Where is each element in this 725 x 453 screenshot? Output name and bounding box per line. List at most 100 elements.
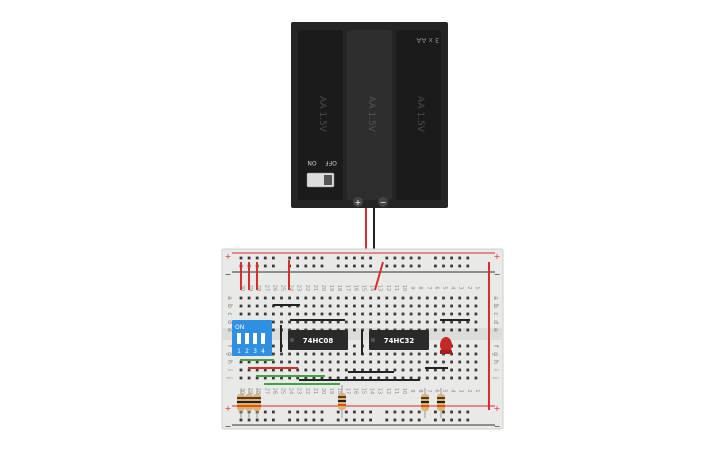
- breadboard-hole[interactable]: [442, 418, 445, 422]
- breadboard-hole[interactable]: [442, 368, 445, 372]
- breadboard-hole[interactable]: [280, 312, 283, 316]
- breadboard-hole[interactable]: [458, 418, 462, 422]
- breadboard-hole[interactable]: [353, 304, 356, 308]
- breadboard-hole[interactable]: [466, 368, 470, 372]
- breadboard-hole[interactable]: [304, 256, 308, 260]
- breadboard-hole[interactable]: [450, 296, 453, 300]
- breadboard-hole[interactable]: [409, 304, 413, 308]
- breadboard-hole[interactable]: [458, 296, 462, 300]
- breadboard-hole[interactable]: [425, 376, 429, 380]
- breadboard-hole[interactable]: [353, 352, 356, 356]
- breadboard-hole[interactable]: [458, 352, 462, 356]
- breadboard-hole[interactable]: [466, 320, 470, 324]
- breadboard-hole[interactable]: [369, 264, 372, 268]
- breadboard-hole[interactable]: [328, 296, 332, 300]
- breadboard-hole[interactable]: [417, 410, 421, 414]
- breadboard-hole[interactable]: [296, 368, 300, 372]
- breadboard-hole[interactable]: [458, 376, 462, 380]
- breadboard-hole[interactable]: [417, 418, 421, 422]
- breadboard-hole[interactable]: [344, 304, 348, 308]
- breadboard-hole[interactable]: [409, 410, 413, 414]
- breadboard-hole[interactable]: [288, 418, 291, 422]
- breadboard-hole[interactable]: [377, 360, 381, 364]
- breadboard-hole[interactable]: [425, 352, 429, 356]
- breadboard-hole[interactable]: [377, 320, 381, 324]
- breadboard-hole[interactable]: [312, 256, 316, 260]
- breadboard-hole[interactable]: [434, 328, 437, 332]
- breadboard-hole[interactable]: [474, 296, 478, 300]
- breadboard-hole[interactable]: [263, 296, 267, 300]
- breadboard-hole[interactable]: [474, 312, 478, 316]
- breadboard-hole[interactable]: [434, 264, 437, 268]
- breadboard-hole[interactable]: [304, 410, 308, 414]
- breadboard-hole[interactable]: [377, 312, 381, 316]
- breadboard-hole[interactable]: [304, 418, 308, 422]
- breadboard-hole[interactable]: [369, 304, 372, 308]
- breadboard-hole[interactable]: [474, 320, 478, 324]
- breadboard-hole[interactable]: [239, 360, 243, 364]
- breadboard-hole[interactable]: [458, 320, 462, 324]
- dip-toggle-1[interactable]: [237, 333, 241, 344]
- breadboard-hole[interactable]: [344, 296, 348, 300]
- breadboard-hole[interactable]: [247, 312, 251, 316]
- breadboard-hole[interactable]: [361, 304, 364, 308]
- breadboard-hole[interactable]: [272, 418, 275, 422]
- breadboard-hole[interactable]: [417, 360, 421, 364]
- breadboard-hole[interactable]: [320, 320, 324, 324]
- breadboard-hole[interactable]: [385, 368, 389, 372]
- breadboard-hole[interactable]: [336, 360, 340, 364]
- breadboard-hole[interactable]: [320, 418, 324, 422]
- breadboard-hole[interactable]: [442, 360, 445, 364]
- breadboard-hole[interactable]: [385, 256, 389, 260]
- breadboard-hole[interactable]: [296, 376, 300, 380]
- breadboard-hole[interactable]: [336, 368, 340, 372]
- breadboard-hole[interactable]: [385, 410, 389, 414]
- breadboard-hole[interactable]: [450, 410, 453, 414]
- breadboard-hole[interactable]: [434, 304, 437, 308]
- breadboard-hole[interactable]: [263, 376, 267, 380]
- breadboard-hole[interactable]: [442, 256, 445, 260]
- breadboard-hole[interactable]: [239, 296, 243, 300]
- breadboard-hole[interactable]: [385, 264, 389, 268]
- breadboard-hole[interactable]: [401, 264, 405, 268]
- breadboard-hole[interactable]: [417, 320, 421, 324]
- breadboard-hole[interactable]: [409, 352, 413, 356]
- breadboard-hole[interactable]: [393, 410, 397, 414]
- breadboard-hole[interactable]: [272, 368, 275, 372]
- breadboard-hole[interactable]: [288, 360, 291, 364]
- breadboard-hole[interactable]: [296, 296, 300, 300]
- breadboard-hole[interactable]: [385, 418, 389, 422]
- breadboard-hole[interactable]: [434, 352, 437, 356]
- breadboard-hole[interactable]: [328, 368, 332, 372]
- breadboard-hole[interactable]: [450, 418, 453, 422]
- breadboard-hole[interactable]: [304, 296, 308, 300]
- breadboard-hole[interactable]: [336, 312, 340, 316]
- breadboard-hole[interactable]: [393, 304, 397, 308]
- battery-switch-knob[interactable]: [324, 175, 332, 185]
- resistor[interactable]: [338, 385, 346, 418]
- breadboard-hole[interactable]: [336, 304, 340, 308]
- breadboard-hole[interactable]: [361, 312, 364, 316]
- breadboard-hole[interactable]: [401, 352, 405, 356]
- breadboard-hole[interactable]: [409, 296, 413, 300]
- breadboard-hole[interactable]: [247, 296, 251, 300]
- breadboard-hole[interactable]: [417, 256, 421, 260]
- breadboard-hole[interactable]: [401, 418, 405, 422]
- breadboard-hole[interactable]: [409, 418, 413, 422]
- breadboard-hole[interactable]: [312, 360, 316, 364]
- breadboard-hole[interactable]: [255, 376, 259, 380]
- breadboard-hole[interactable]: [304, 360, 308, 364]
- breadboard-hole[interactable]: [255, 360, 259, 364]
- breadboard-hole[interactable]: [474, 360, 478, 364]
- breadboard-hole[interactable]: [409, 256, 413, 260]
- breadboard-hole[interactable]: [272, 312, 275, 316]
- breadboard-hole[interactable]: [280, 360, 283, 364]
- breadboard-hole[interactable]: [401, 312, 405, 316]
- resistor[interactable]: [437, 388, 445, 418]
- breadboard-hole[interactable]: [288, 376, 291, 380]
- breadboard-hole[interactable]: [369, 418, 372, 422]
- breadboard-hole[interactable]: [353, 410, 356, 414]
- breadboard-hole[interactable]: [458, 360, 462, 364]
- breadboard-hole[interactable]: [434, 368, 437, 372]
- breadboard-hole[interactable]: [450, 328, 453, 332]
